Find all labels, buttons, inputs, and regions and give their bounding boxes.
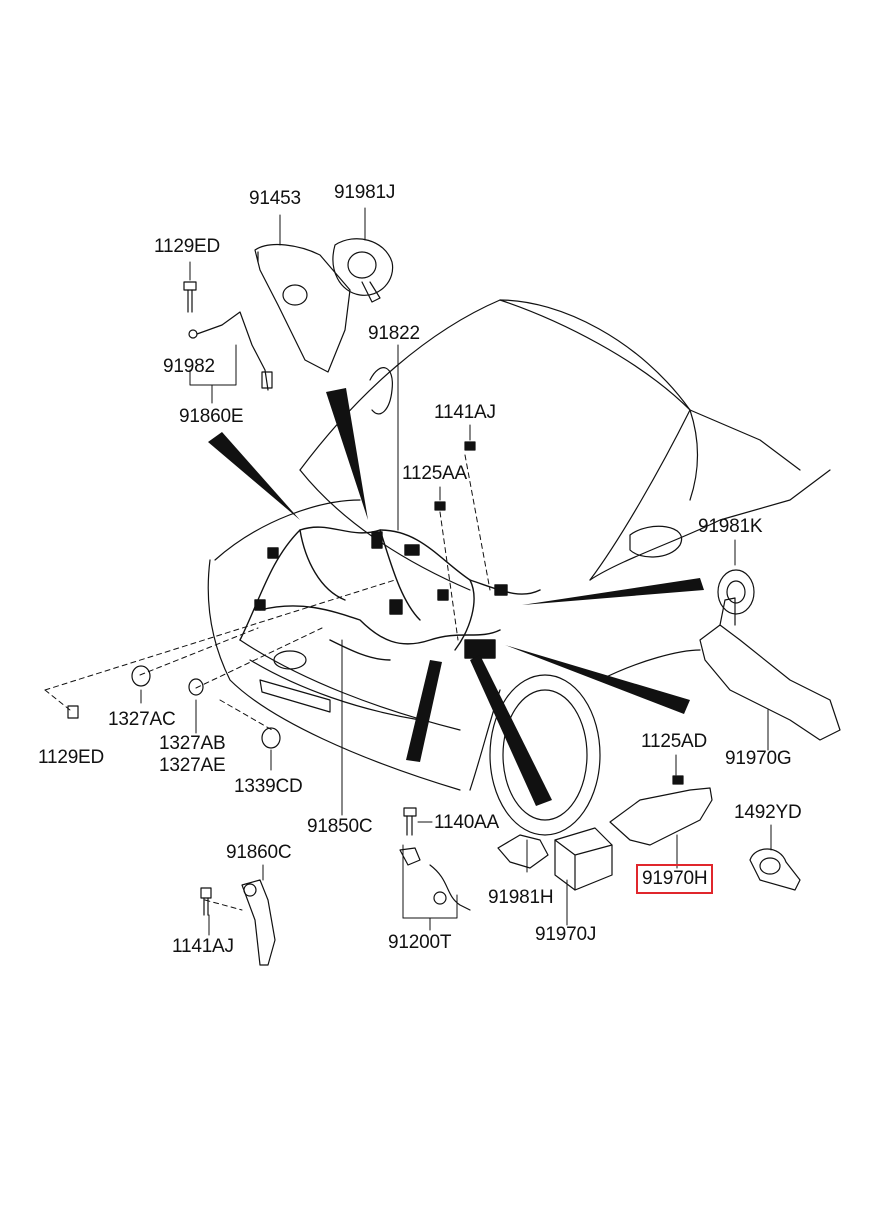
label-1492YD[interactable]: 1492YD	[734, 802, 802, 823]
leader-lines	[140, 207, 772, 936]
label-1129ED-top[interactable]: 1129ED	[154, 236, 221, 257]
label-1339CD[interactable]: 1339CD	[234, 776, 303, 797]
label-91200T[interactable]: 91200T	[388, 932, 452, 953]
label-1129ED-bottom[interactable]: 1129ED	[38, 747, 105, 768]
label-91822[interactable]: 91822	[368, 323, 420, 344]
label-91970G[interactable]: 91970G	[725, 748, 792, 769]
label-1327AC[interactable]: 1327AC	[108, 709, 176, 730]
part-sketches	[67, 238, 841, 966]
dashed-leaders	[44, 454, 491, 911]
label-1141AJ-top[interactable]: 1141AJ	[434, 402, 496, 423]
pointer-wedges	[208, 388, 704, 806]
label-91860C[interactable]: 91860C	[226, 842, 292, 863]
label-1125AD[interactable]: 1125AD	[641, 731, 708, 752]
label-1327AE[interactable]: 1327AE	[159, 755, 226, 776]
label-91981K[interactable]: 91981K	[698, 516, 763, 537]
label-91982[interactable]: 91982	[163, 356, 215, 377]
label-1140AA[interactable]: 1140AA	[434, 812, 500, 833]
label-1141AJ-bottom[interactable]: 1141AJ	[172, 936, 234, 957]
label-91981J[interactable]: 91981J	[334, 182, 396, 203]
label-1125AA[interactable]: 1125AA	[402, 463, 468, 484]
label-91453[interactable]: 91453	[249, 188, 301, 209]
label-91970H-highlighted[interactable]: 91970H	[635, 864, 714, 894]
label-91981H[interactable]: 91981H	[488, 887, 554, 908]
label-91860E[interactable]: 91860E	[179, 406, 244, 427]
label-91970J[interactable]: 91970J	[535, 924, 597, 945]
wiring-harness	[239, 526, 541, 661]
label-1327AB[interactable]: 1327AB	[159, 733, 226, 754]
label-91850C[interactable]: 91850C	[307, 816, 373, 837]
